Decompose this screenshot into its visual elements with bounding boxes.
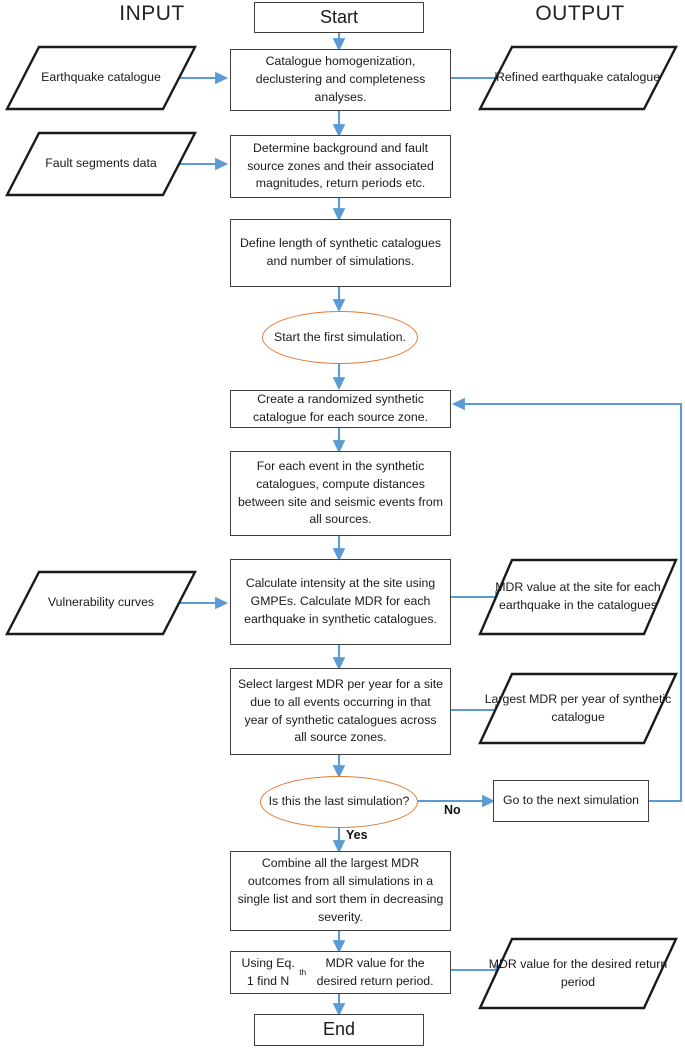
- parallelogram-icon: [5, 570, 197, 636]
- data-label: Fault segments data: [45, 156, 157, 171]
- node-select-largest-mdr[interactable]: Select largest MDR per year for a site d…: [230, 668, 451, 755]
- output-column-header: OUTPUT: [535, 2, 625, 25]
- node-compute-distances[interactable]: For each event in the synthetic catalogu…: [230, 451, 451, 536]
- data-earthquake-catalogue[interactable]: Earthquake catalogue: [5, 45, 197, 111]
- node-go-to-next-simulation[interactable]: Go to the next simulation: [493, 780, 649, 822]
- node-create-randomized-catalogue[interactable]: Create a randomized synthetic catalogue …: [230, 390, 451, 428]
- parallelogram-icon: [478, 937, 678, 1010]
- data-refined-catalogue[interactable]: Refined earthquake catalogue: [478, 45, 678, 111]
- data-mdr-desired-return-period[interactable]: MDR value for the desired return period: [478, 937, 678, 1010]
- parallelogram-icon: [478, 45, 678, 111]
- data-label: Earthquake catalogue: [41, 70, 161, 85]
- edge-label-yes: Yes: [346, 828, 368, 842]
- node-end[interactable]: End: [254, 1014, 424, 1046]
- node-start-first-simulation[interactable]: Start the first simulation.: [262, 311, 418, 364]
- parallelogram-icon: [5, 45, 197, 111]
- edge-label-no: No: [444, 803, 461, 817]
- data-vulnerability-curves[interactable]: Vulnerability curves: [5, 570, 197, 636]
- node-catalogue-homogenization[interactable]: Catalogue homogenization, declustering a…: [230, 49, 451, 111]
- node-combine-largest-mdr[interactable]: Combine all the largest MDR outcomes fro…: [230, 851, 451, 931]
- node-determine-source-zones[interactable]: Determine background and fault source zo…: [230, 135, 451, 198]
- parallelogram-icon: [478, 672, 678, 745]
- data-label: Refined earthquake catalogue: [495, 70, 661, 85]
- data-label: Vulnerability curves: [47, 595, 155, 610]
- data-label: Largest MDR per year of synthetic catalo…: [484, 691, 672, 724]
- node-is-last-simulation[interactable]: Is this the last simulation?: [260, 776, 418, 828]
- node-calculate-intensity[interactable]: Calculate intensity at the site using GM…: [230, 559, 451, 645]
- data-mdr-value-at-site[interactable]: MDR value at the site for each earthquak…: [478, 558, 678, 636]
- data-label: MDR value for the desired return period: [488, 956, 668, 989]
- data-label: MDR value at the site for each earthquak…: [495, 580, 661, 612]
- parallelogram-icon: [478, 558, 678, 636]
- data-largest-mdr-per-year[interactable]: Largest MDR per year of synthetic catalo…: [478, 672, 678, 745]
- input-column-header: INPUT: [119, 2, 185, 25]
- node-start[interactable]: Start: [254, 2, 424, 33]
- parallelogram-icon: [5, 131, 197, 197]
- data-fault-segments[interactable]: Fault segments data: [5, 131, 197, 197]
- node-define-length[interactable]: Define length of synthetic catalogues an…: [230, 219, 451, 287]
